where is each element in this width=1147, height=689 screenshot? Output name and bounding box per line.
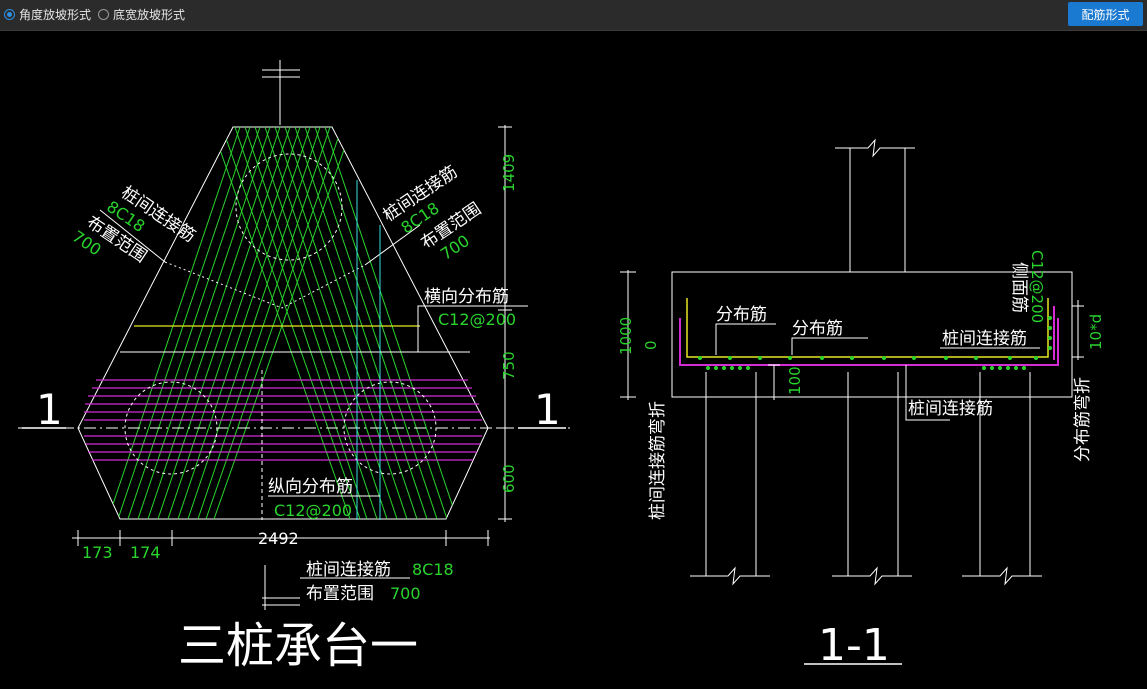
- label-bottom-pile-conn-spec: 8C18: [412, 560, 454, 579]
- rebar-dots: [698, 316, 1052, 370]
- radio-angle-slope[interactable]: 角度放坡形式: [4, 6, 91, 22]
- dim-174: 174: [130, 543, 161, 562]
- dim-0: 0: [642, 340, 660, 350]
- label-distribution-rebar-1: 分布筋: [716, 305, 767, 325]
- dim-2492: 2492: [258, 529, 299, 548]
- label-bottom-pile-conn: 桩间连接筋: [306, 560, 391, 580]
- label-distribution-bend: 分布筋弯折: [1073, 377, 1093, 462]
- cad-drawing-canvas[interactable]: 1 1 1409 750 600 173 174 24: [0, 31, 1147, 689]
- dim-600: 600: [500, 464, 518, 493]
- pile-circle-top: [235, 153, 343, 261]
- label-bottom-range: 布置范围: [306, 584, 374, 604]
- diagonal-rebar-bands: [107, 127, 458, 519]
- reinforcement-form-button[interactable]: 配筋形式: [1068, 2, 1143, 26]
- dim-1409: 1409: [500, 154, 518, 192]
- section-mark-right: 1: [534, 385, 561, 434]
- dim-173: 173: [82, 543, 113, 562]
- transverse-rebar-lines: [84, 379, 482, 461]
- label-distribution-rebar-2: 分布筋: [792, 319, 843, 339]
- label-longitudinal-spec: C12@200: [274, 501, 352, 520]
- label-longitudinal-rebar: 纵向分布筋: [268, 477, 353, 497]
- toolbar: 角度放坡形式 底宽放坡形式 配筋形式: [0, 0, 1147, 31]
- label-pile-connection-rebar: 桩间连接筋: [942, 329, 1027, 349]
- label-side-rebar: 侧面筋: [1009, 262, 1029, 313]
- label-transverse-rebar: 横向分布筋: [424, 287, 509, 307]
- radio-selected-icon: [4, 8, 15, 20]
- plan-title: 三桩承台一: [178, 618, 418, 674]
- section-mark-left: 1: [36, 385, 63, 434]
- dim-10d: 10*d: [1087, 314, 1105, 350]
- radio-label: 底宽放坡形式: [113, 7, 186, 22]
- radio-bottom-width-slope[interactable]: 底宽放坡形式: [98, 6, 185, 22]
- dim-750: 750: [500, 351, 518, 380]
- label-pile-conn-bend: 桩间连接筋弯折: [648, 401, 668, 520]
- label-side-rebar-spec: C12@200: [1028, 250, 1046, 323]
- section-1-1: 1000 0 100 10*d 分布筋 分布筋 桩间连接筋 桩间连接筋 侧面筋 …: [617, 138, 1105, 671]
- dim-100: 100: [786, 366, 804, 395]
- section-cap-outline: [671, 271, 1073, 398]
- radio-unselected-icon: [98, 8, 109, 20]
- label-transverse-spec: C12@200: [438, 310, 516, 329]
- label-pile-connection-rebar-bottom: 桩间连接筋: [908, 399, 993, 419]
- pile-cap-plan: 1 1 1409 750 600 173 174 24: [18, 60, 570, 674]
- section-title: 1-1: [818, 620, 890, 671]
- dim-1000: 1000: [617, 317, 635, 355]
- radio-label: 角度放坡形式: [19, 7, 92, 22]
- label-bottom-range-spec: 700: [390, 584, 421, 603]
